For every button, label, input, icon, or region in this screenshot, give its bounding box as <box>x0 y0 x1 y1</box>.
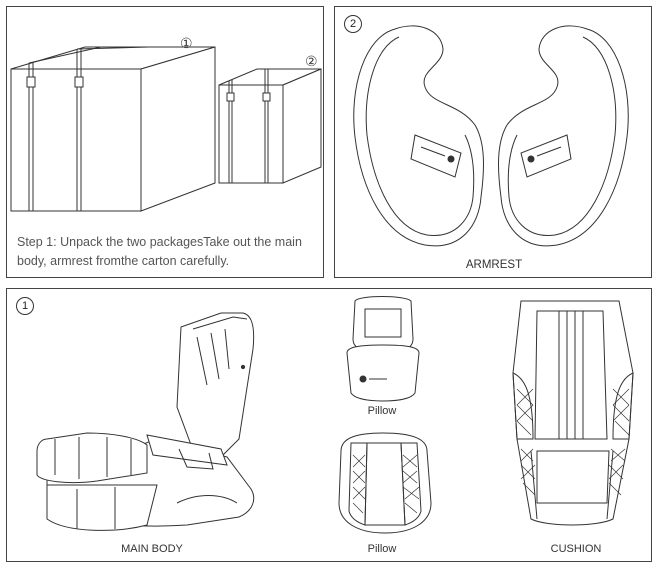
armrest-caption: ARMREST <box>465 259 523 271</box>
pillow-top-caption: Pillow <box>367 405 397 417</box>
unpack-panel: ① ② Step 1: Unpack the two packagesTake … <box>6 6 324 278</box>
armrest-panel: 2 ARMREST <box>334 6 652 278</box>
armrest-illustration <box>353 25 629 247</box>
components-panel: 1 <box>6 288 652 562</box>
box1-marker: ① <box>180 35 193 51</box>
cushion-caption: CUSHION <box>550 543 602 555</box>
step-badge-1: 1 <box>16 297 34 315</box>
components-illustration <box>36 296 634 534</box>
main-body-caption: MAIN BODY <box>121 543 183 555</box>
pillow-bottom-caption: Pillow <box>367 543 397 555</box>
step1-instructions: Step 1: Unpack the two packagesTake out … <box>17 235 302 268</box>
cartons-illustration <box>10 46 322 212</box>
step-badge-2: 2 <box>344 15 362 33</box>
box2-marker: ② <box>305 53 318 69</box>
